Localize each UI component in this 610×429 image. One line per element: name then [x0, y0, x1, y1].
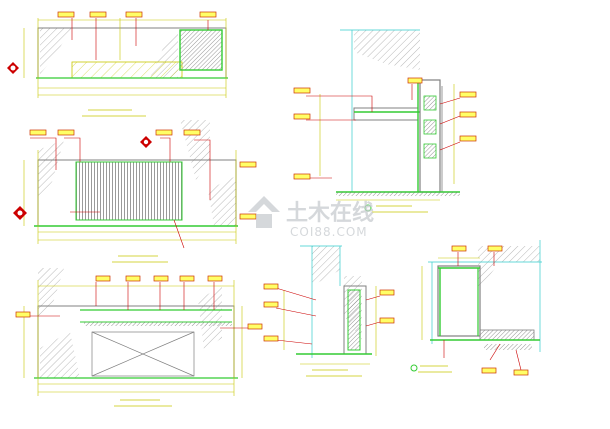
callout-tags: [15, 275, 263, 330]
callout-tags: [263, 283, 395, 342]
counter-panel: [71, 61, 183, 79]
wall-hatch: [354, 30, 420, 70]
reference-lines: [300, 245, 342, 358]
view-title-underline: [418, 365, 452, 373]
dimension-lines: [23, 280, 243, 396]
floor-slab: [336, 192, 460, 196]
counter-slab: [479, 329, 535, 341]
panel-core: [347, 289, 361, 351]
dimension-lines: [421, 257, 480, 340]
section-marker-icon: [13, 206, 27, 220]
section-view-6: [410, 240, 542, 376]
column-detail: [417, 79, 443, 193]
dimension-lines: [319, 84, 455, 201]
dimension-lines: [23, 18, 227, 98]
counter-band: [84, 322, 232, 326]
section-marker-icon: [364, 204, 372, 212]
cabinet-frame: [437, 265, 481, 337]
callout-tags: [451, 245, 529, 376]
reference-lines: [340, 29, 420, 192]
dimension-lines: [23, 150, 237, 244]
callout-tags: [29, 129, 257, 220]
ceiling-beam: [353, 107, 419, 121]
leader-lines: [275, 287, 381, 345]
view-title-underline: [112, 255, 168, 263]
section-marker-icon: [140, 136, 152, 148]
reference-lines: [428, 240, 542, 352]
stone-panel: [179, 29, 223, 71]
view-title-underline: [306, 369, 362, 377]
section-view-5: [263, 245, 395, 377]
view-title-underline: [114, 399, 172, 407]
section-marker-icon: [410, 364, 418, 372]
leader-lines: [71, 18, 209, 60]
elevation-view-1: [7, 11, 228, 117]
callout-tags: [57, 11, 217, 18]
house-logo-icon: [248, 196, 280, 228]
panel-cross: [91, 331, 195, 377]
watermark: 土木在线 COI88.COM: [248, 196, 374, 239]
wall-hatch: [478, 246, 540, 290]
dimension-lines: [283, 286, 377, 365]
leader-lines: [306, 84, 461, 179]
section-view-4: [293, 29, 477, 213]
elevation-view-3: [15, 268, 263, 407]
view-title-underline: [82, 109, 146, 117]
callout-tags: [293, 77, 477, 180]
leader-lines: [30, 282, 256, 329]
view-title-underline: [372, 205, 428, 213]
section-marker-icon: [7, 62, 19, 74]
louvre-panel: [75, 161, 183, 221]
watermark-title: 土木在线: [286, 200, 374, 226]
watermark-subtitle: COI88.COM: [290, 225, 368, 239]
floor-slab: [484, 344, 532, 350]
elevation-view-2: [13, 120, 257, 263]
leader-lines: [30, 137, 211, 249]
